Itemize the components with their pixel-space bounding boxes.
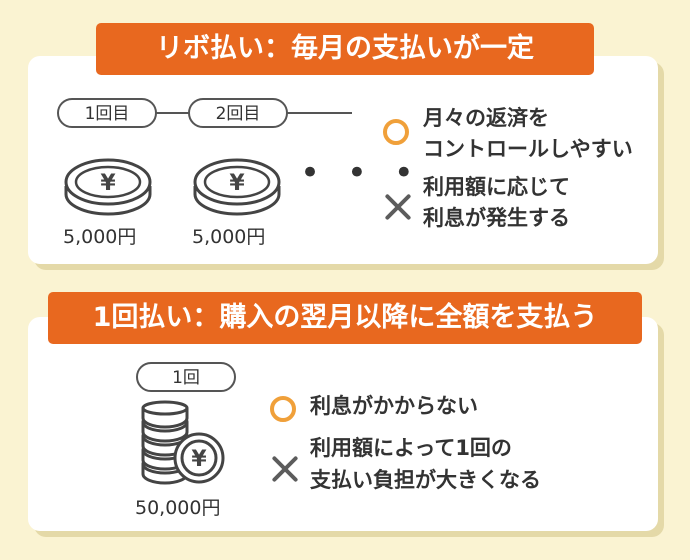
lump-sum-banner: 1回払い：購入の翌月以降に全額を支払う [48,292,642,344]
step-amount-single: 50,000円 [135,497,221,519]
yen-symbol: ¥ [191,447,207,472]
coin-stack-icon: ¥ [141,400,225,485]
revolving-card [28,56,658,264]
coin-icon: ¥ [193,158,281,216]
circle-mark-icon [383,119,409,145]
pro-line-2: コントロールしやすい [423,137,633,161]
lump-sum-card [28,317,658,531]
yen-symbol: ¥ [229,171,245,196]
ellipsis: • • • [300,153,422,193]
step-pill-single: 1回 [136,362,236,392]
con-line-1: 利用額によって1回の [310,436,512,460]
circle-mark-icon [270,396,296,422]
con-line-2: 利息が発生する [423,206,570,230]
pro-line-1: 月々の返済を [423,106,549,130]
yen-symbol: ¥ [100,171,116,196]
pro-line-1: 利息がかからない [310,394,478,418]
cross-mark-icon [270,454,300,484]
step-pill-2: 2回目 [188,98,288,128]
coin-icon: ¥ [64,158,152,216]
con-line-2: 支払い負担が大きくなる [310,468,541,492]
step-amount-1: 5,000円 [63,226,137,248]
step-amount-2: 5,000円 [192,226,266,248]
revolving-banner: リボ払い：毎月の支払いが一定 [96,23,594,75]
cross-mark-icon [383,192,413,222]
step-pill-1: 1回目 [57,98,157,128]
con-line-1: 利用額に応じて [423,175,570,199]
